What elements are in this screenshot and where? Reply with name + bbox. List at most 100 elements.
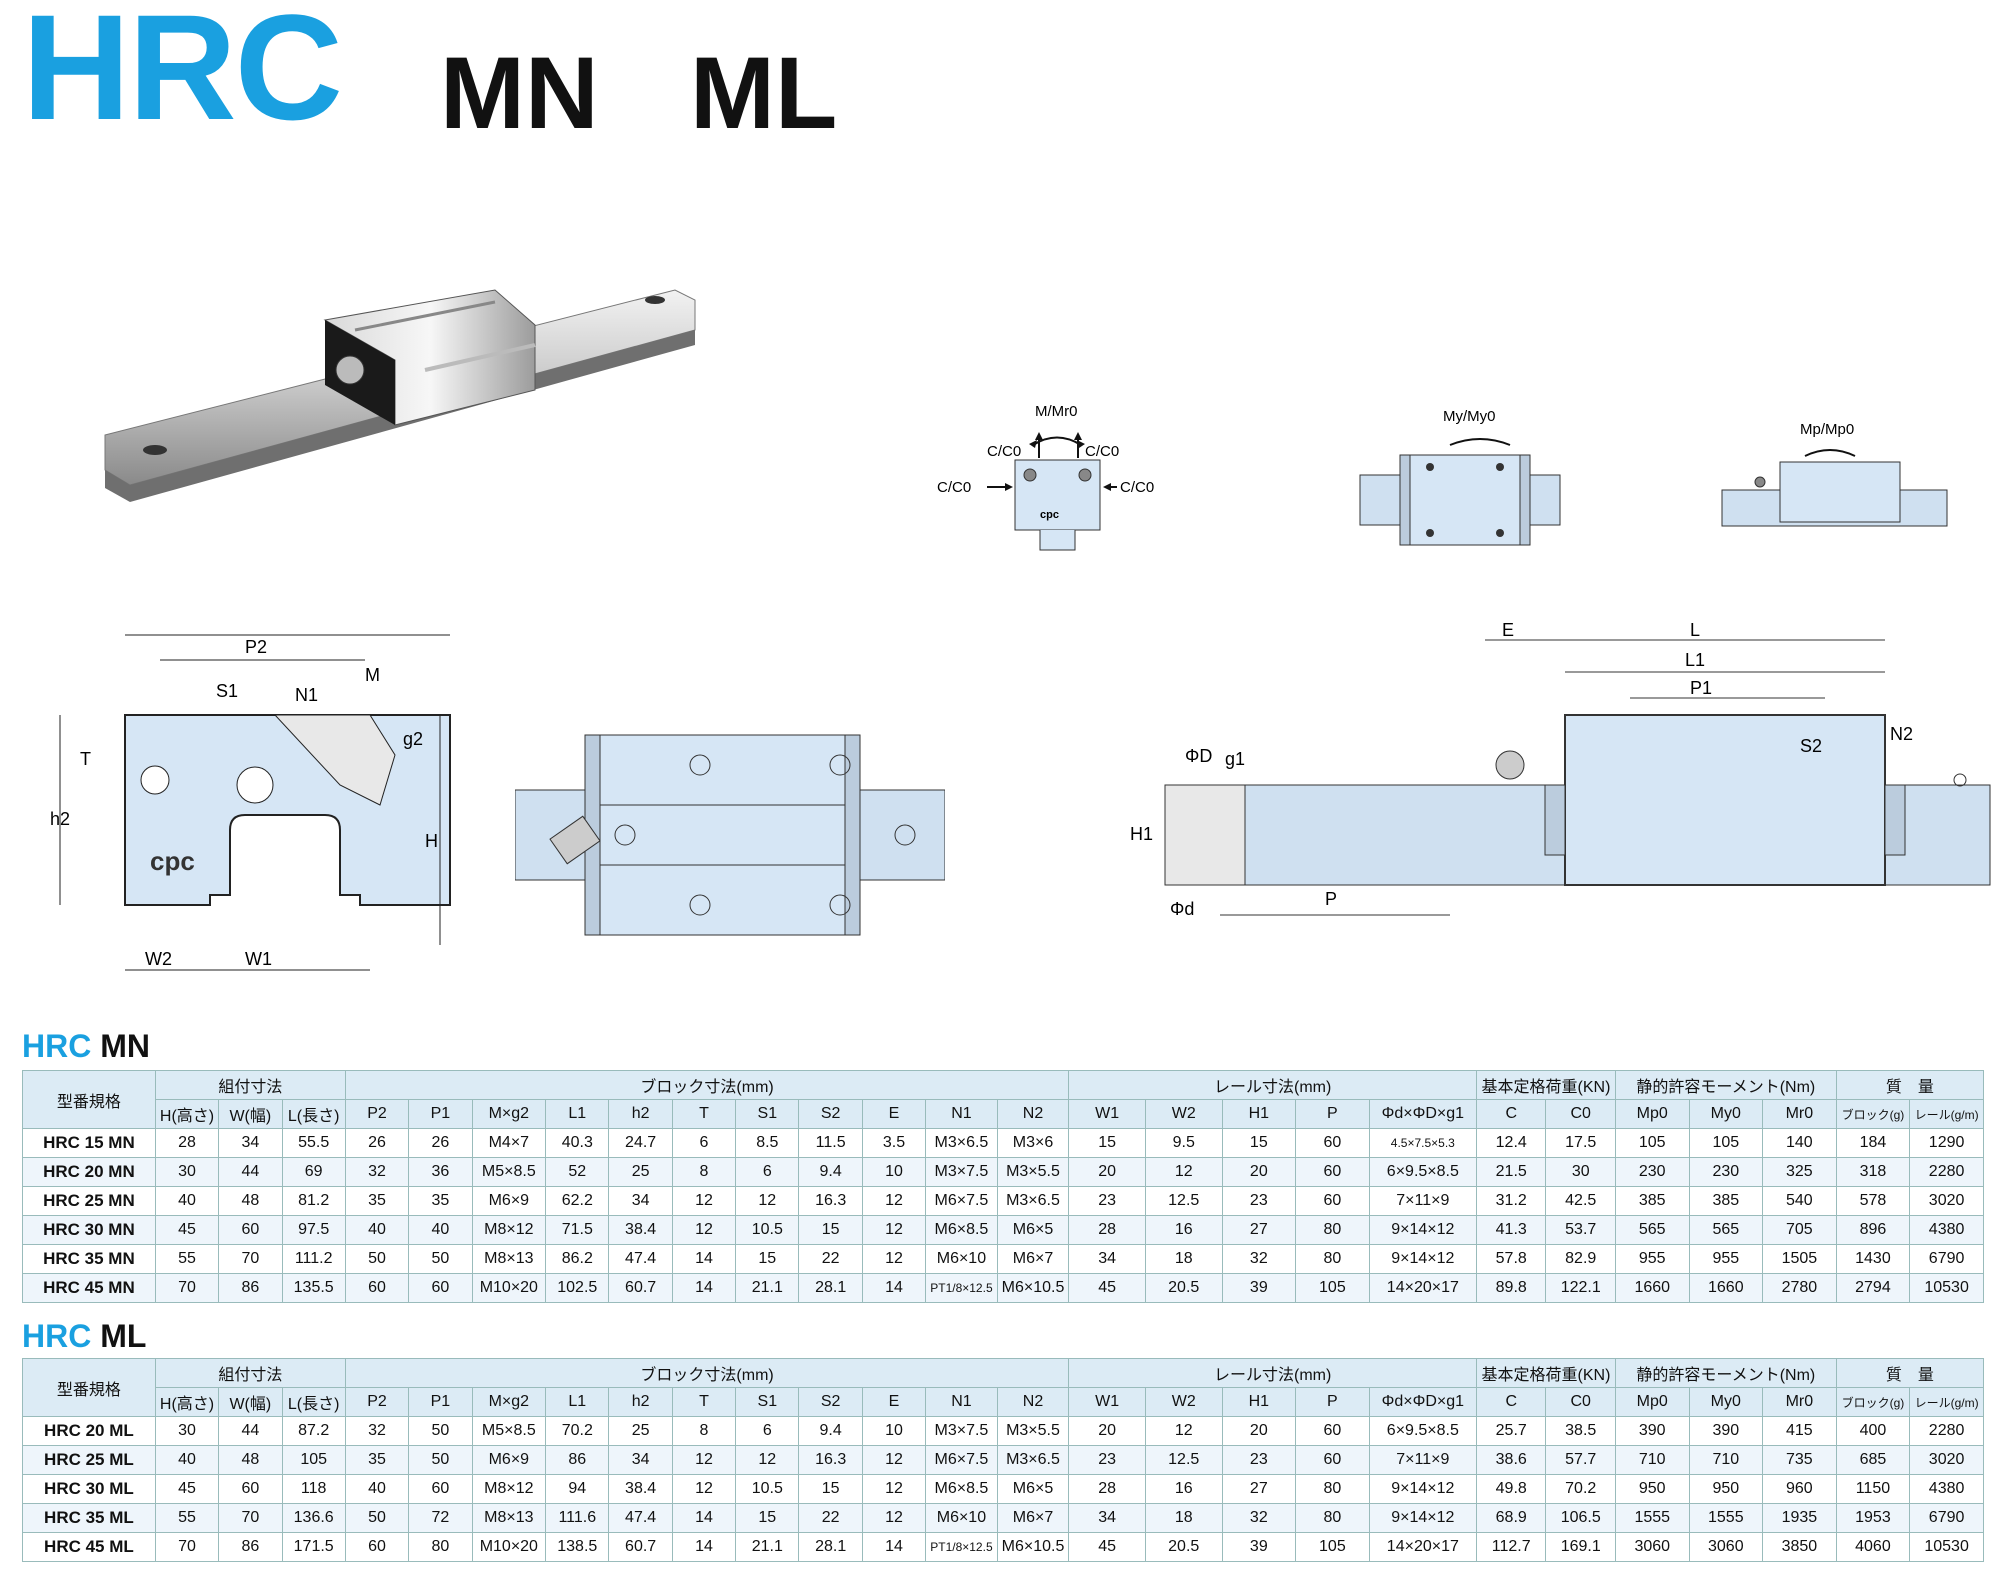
value-cell: 955 bbox=[1688, 1244, 1764, 1274]
column-header: Mp0 bbox=[1614, 1387, 1690, 1417]
value-cell: 385 bbox=[1688, 1186, 1764, 1216]
value-cell: 122.1 bbox=[1545, 1273, 1616, 1303]
value-cell: 112.7 bbox=[1475, 1532, 1547, 1562]
value-cell: 111.2 bbox=[281, 1244, 346, 1274]
value-cell: 950 bbox=[1688, 1474, 1764, 1504]
value-cell: 30 bbox=[154, 1157, 220, 1187]
value-cell: 18 bbox=[1144, 1503, 1223, 1533]
value-cell: 70 bbox=[154, 1532, 220, 1562]
value-cell: 16 bbox=[1144, 1474, 1223, 1504]
value-cell: 28.1 bbox=[798, 1273, 863, 1303]
value-cell: 565 bbox=[1614, 1215, 1690, 1245]
value-cell: 87.2 bbox=[281, 1416, 346, 1446]
column-header: S2 bbox=[798, 1099, 863, 1129]
value-cell: 14 bbox=[861, 1273, 927, 1303]
value-cell: 15 bbox=[798, 1474, 863, 1504]
value-cell: 4060 bbox=[1835, 1532, 1911, 1562]
value-cell: 12 bbox=[1144, 1157, 1223, 1187]
model-cell: HRC 35 MN bbox=[22, 1244, 156, 1274]
column-header: P bbox=[1295, 1099, 1370, 1129]
dim-p1: P1 bbox=[1690, 678, 1712, 698]
value-cell: 3020 bbox=[1909, 1186, 1984, 1216]
column-header: h2 bbox=[608, 1099, 673, 1129]
value-cell: 9.5 bbox=[1144, 1128, 1223, 1158]
group-header: レール寸法(mm) bbox=[1068, 1358, 1477, 1388]
value-cell: 21.5 bbox=[1475, 1157, 1547, 1187]
value-cell: 14 bbox=[671, 1532, 737, 1562]
value-cell: 6×9.5×8.5 bbox=[1368, 1157, 1478, 1187]
value-cell: 26 bbox=[408, 1128, 473, 1158]
value-cell: 40.3 bbox=[545, 1128, 610, 1158]
column-header: N1 bbox=[925, 1099, 998, 1129]
value-cell: 38.4 bbox=[608, 1215, 673, 1245]
load-up-left-label: C/C0 bbox=[987, 443, 1021, 460]
column-header: H1 bbox=[1221, 1099, 1297, 1129]
value-cell: 40 bbox=[408, 1215, 473, 1245]
value-cell: 105 bbox=[1295, 1273, 1370, 1303]
load-pitch-diagram: Mp/Mp0 bbox=[1721, 421, 1948, 527]
value-cell: 32 bbox=[344, 1416, 410, 1446]
value-cell: 60.7 bbox=[608, 1532, 673, 1562]
value-cell: 35 bbox=[344, 1445, 410, 1475]
value-cell: 23 bbox=[1221, 1445, 1297, 1475]
value-cell: 39 bbox=[1221, 1532, 1297, 1562]
value-cell: M6×5 bbox=[996, 1474, 1070, 1504]
logo-text: cpc bbox=[150, 846, 195, 876]
value-cell: 12.5 bbox=[1144, 1445, 1223, 1475]
value-cell: 86 bbox=[545, 1445, 610, 1475]
value-cell: 1555 bbox=[1614, 1503, 1690, 1533]
value-cell: 41.3 bbox=[1475, 1215, 1547, 1245]
value-cell: 18 bbox=[1144, 1244, 1223, 1274]
value-cell: 25 bbox=[608, 1416, 673, 1446]
column-header: レール(g/m) bbox=[1909, 1387, 1984, 1417]
dim-e: E bbox=[1502, 620, 1514, 640]
value-cell: 138.5 bbox=[545, 1532, 610, 1562]
ml-section-title: HRC ML bbox=[22, 1320, 146, 1352]
column-header: P bbox=[1295, 1387, 1370, 1417]
dim-g2: g2 bbox=[403, 729, 423, 749]
value-cell: M6×10.5 bbox=[996, 1273, 1070, 1303]
front-dimension-drawing: cpc P2 N1 M S1 T g2 h2 H W2 W1 bbox=[50, 634, 451, 971]
value-cell: 14×20×17 bbox=[1368, 1273, 1478, 1303]
model-cell: HRC 20 MN bbox=[22, 1157, 156, 1187]
dim-phi-small-d: Φd bbox=[1170, 899, 1194, 919]
value-cell: 55.5 bbox=[281, 1128, 346, 1158]
value-cell: 184 bbox=[1835, 1128, 1911, 1158]
column-header: Mr0 bbox=[1762, 1099, 1837, 1129]
value-cell: 28 bbox=[154, 1128, 220, 1158]
value-cell: 70 bbox=[154, 1273, 220, 1303]
value-cell: 25 bbox=[608, 1157, 673, 1187]
model-cell: HRC 15 MN bbox=[22, 1128, 156, 1158]
value-cell: 55 bbox=[154, 1503, 220, 1533]
value-cell: 60 bbox=[1295, 1416, 1370, 1446]
value-cell: 55 bbox=[154, 1244, 220, 1274]
value-cell: 70 bbox=[218, 1244, 283, 1274]
product-image bbox=[104, 289, 696, 502]
value-cell: 12 bbox=[671, 1445, 737, 1475]
value-cell: 40 bbox=[344, 1474, 410, 1504]
value-cell: 24.7 bbox=[608, 1128, 673, 1158]
value-cell: 70 bbox=[218, 1503, 283, 1533]
value-cell: 12 bbox=[735, 1445, 800, 1475]
value-cell: 32 bbox=[1221, 1244, 1297, 1274]
value-cell: 26 bbox=[344, 1128, 410, 1158]
value-cell: 23 bbox=[1068, 1186, 1146, 1216]
value-cell: 1953 bbox=[1835, 1503, 1911, 1533]
dim-phi-big-d: ΦD bbox=[1185, 746, 1212, 766]
value-cell: 53.7 bbox=[1545, 1215, 1616, 1245]
column-header: Φd×ΦD×g1 bbox=[1368, 1387, 1478, 1417]
value-cell: 10.5 bbox=[735, 1215, 800, 1245]
ml-section-series: ML bbox=[100, 1318, 147, 1354]
value-cell: 45 bbox=[1068, 1532, 1146, 1562]
group-header: 基本定格荷重(KN) bbox=[1476, 1358, 1616, 1388]
dim-l: L bbox=[1690, 620, 1700, 640]
value-cell: 60 bbox=[218, 1474, 283, 1504]
value-cell: 38.5 bbox=[1545, 1416, 1616, 1446]
value-cell: 6 bbox=[671, 1128, 737, 1158]
model-cell: HRC 30 MN bbox=[22, 1215, 156, 1245]
value-cell: 8.5 bbox=[735, 1128, 800, 1158]
value-cell: M6×7.5 bbox=[925, 1445, 998, 1475]
column-header: C bbox=[1475, 1387, 1547, 1417]
